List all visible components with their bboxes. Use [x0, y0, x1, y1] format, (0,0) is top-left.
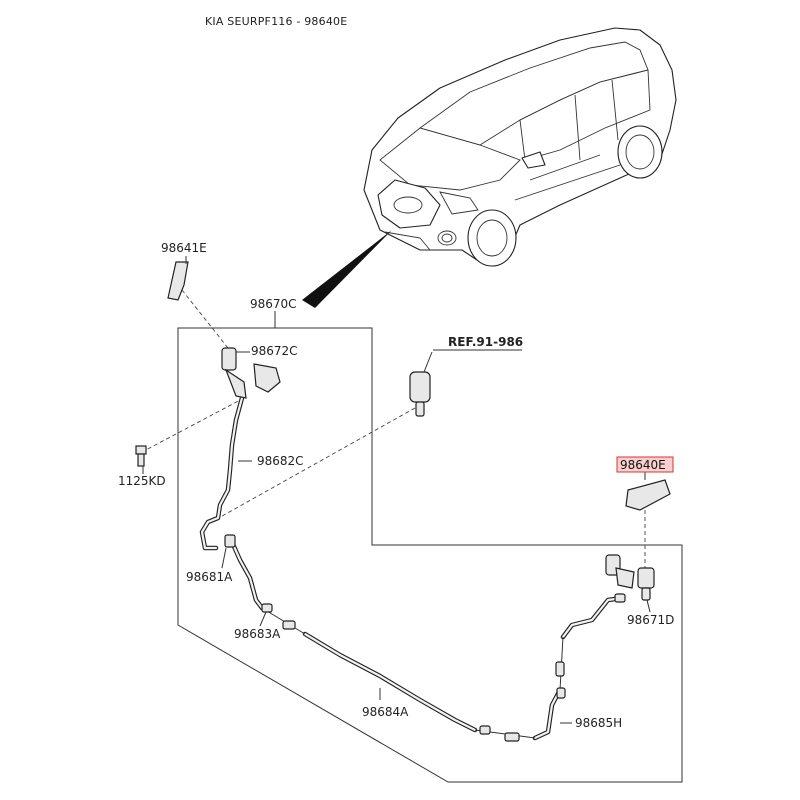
- highlight-box-98640E: [616, 456, 674, 473]
- label-98641E: 98641E: [161, 241, 207, 255]
- label-98670C: 98670C: [250, 297, 297, 311]
- label-98682C: 98682C: [257, 454, 304, 468]
- washer-pump: [409, 351, 433, 417]
- part-98672C-nozzle: [221, 347, 281, 399]
- vehicle-illustration: [363, 27, 677, 267]
- label-leaders: [142, 256, 651, 724]
- leader-pointer: [302, 230, 392, 308]
- hose-connectors: [224, 534, 626, 742]
- label-98684A: 98684A: [362, 705, 409, 719]
- label-98685H: 98685H: [575, 716, 622, 730]
- label-98681A: 98681A: [186, 570, 233, 584]
- leader-lines: [141, 289, 646, 568]
- part-98640E-cap: [625, 479, 671, 511]
- bolt-1125KD: [135, 445, 147, 467]
- label-ref-91-986: REF.91-986: [448, 335, 523, 349]
- part-98671D-nozzle: [605, 554, 655, 601]
- assembly-boundary: [177, 327, 683, 783]
- label-98683A: 98683A: [234, 627, 281, 641]
- label-98640E: 98640E: [620, 458, 666, 472]
- label-1125KD: 1125KD: [118, 474, 166, 488]
- part-98641E-cap: [167, 261, 189, 301]
- hose-route: [199, 395, 625, 741]
- diagram-title: KIA SEURPF116 - 98640E: [205, 15, 348, 28]
- label-98672C: 98672C: [251, 344, 298, 358]
- label-98671D: 98671D: [627, 613, 674, 627]
